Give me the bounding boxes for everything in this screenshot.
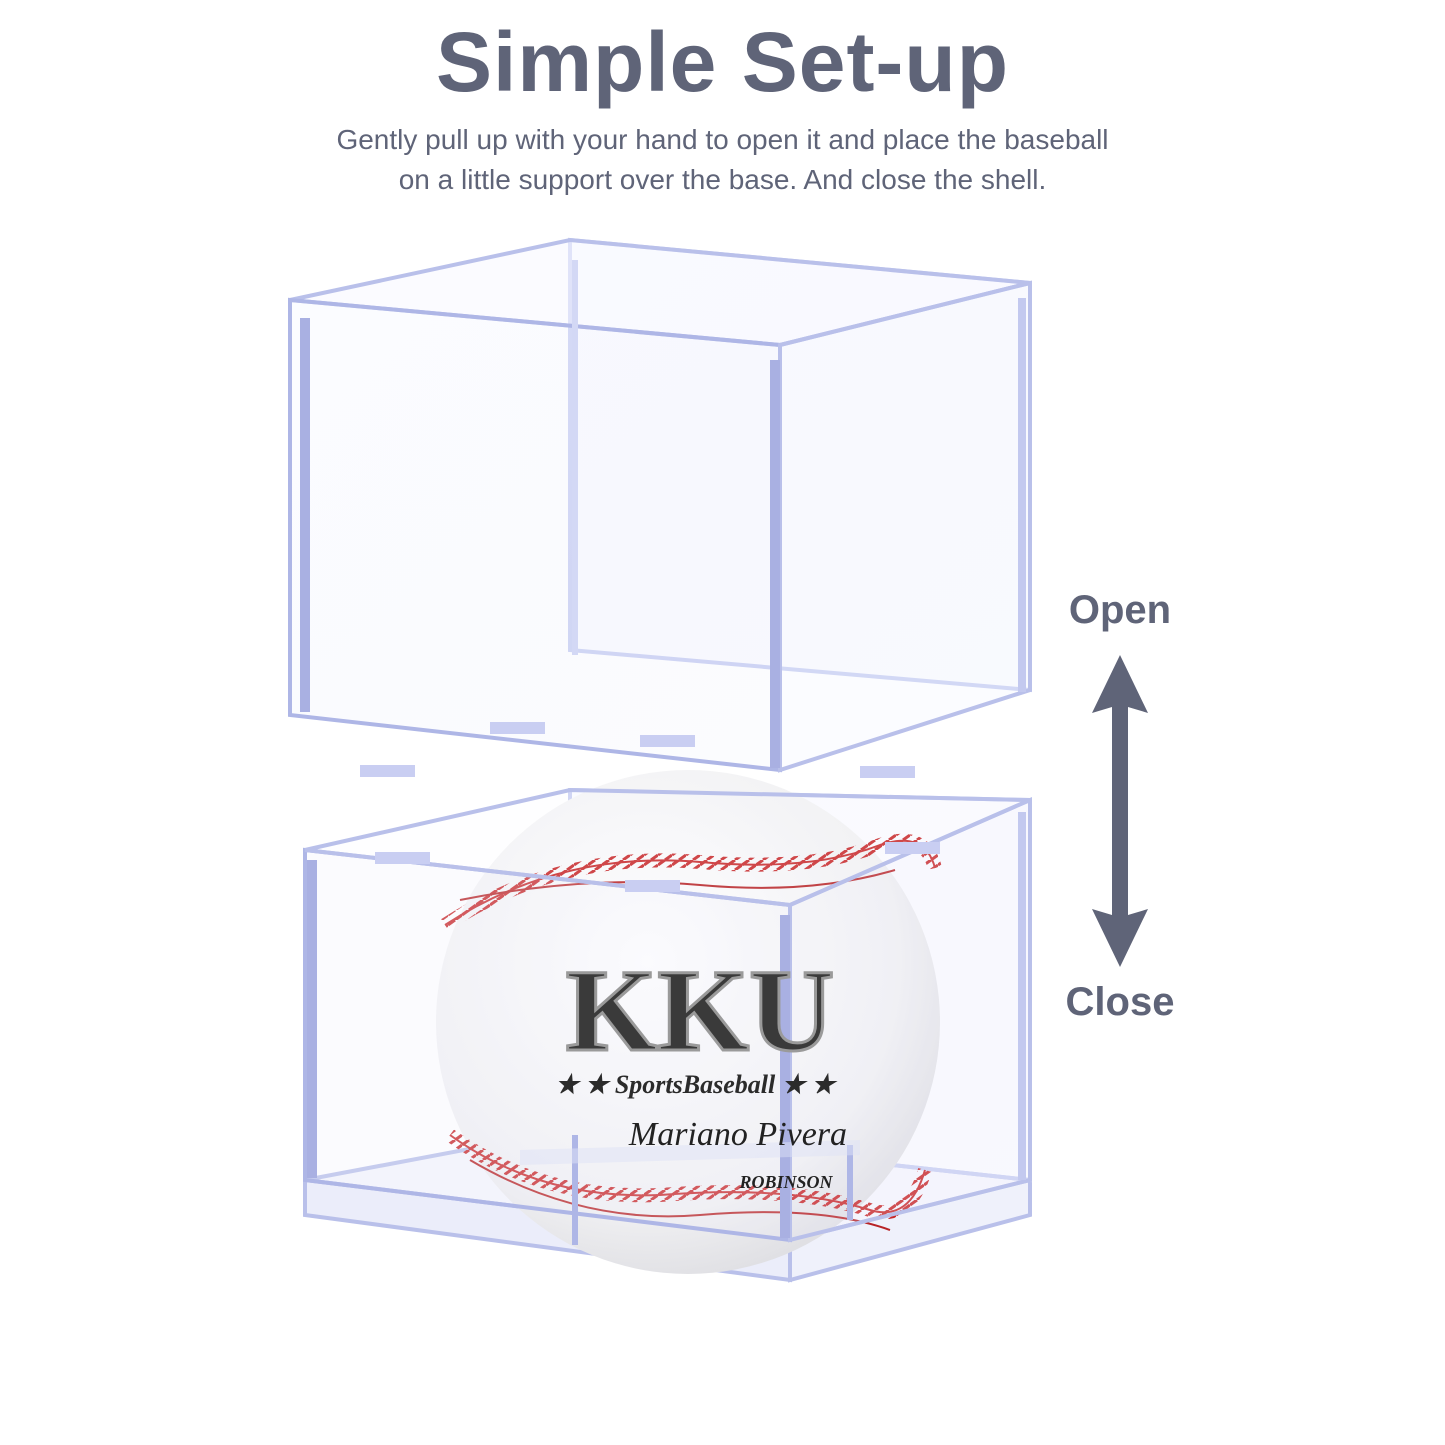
page-subtitle: Gently pull up with your hand to open it…: [0, 120, 1445, 200]
subtitle-line-2: on a little support over the base. And c…: [398, 164, 1047, 195]
ball-tagline-text: ★ ★ SportsBaseball ★ ★: [555, 1070, 838, 1099]
top-shell: [288, 237, 1032, 778]
ball-maker-text: ROBINSON: [738, 1172, 833, 1192]
close-label: Close: [1065, 980, 1175, 1024]
double-headed-vertical-arrow-icon: [1092, 655, 1148, 967]
open-label: Open: [1068, 588, 1172, 632]
page-title: Simple Set-up: [435, 15, 1010, 109]
base-front-glass: [303, 787, 1032, 1245]
baseball-print: KKU ★ ★ SportsBaseball ★ ★ Mariano Piver…: [555, 944, 847, 1193]
ball-brand-text: KKU: [566, 945, 835, 1076]
subtitle-line-1: Gently pull up with your hand to open it…: [336, 124, 1109, 155]
ball-signature-text: Mariano Pivera: [628, 1116, 847, 1153]
